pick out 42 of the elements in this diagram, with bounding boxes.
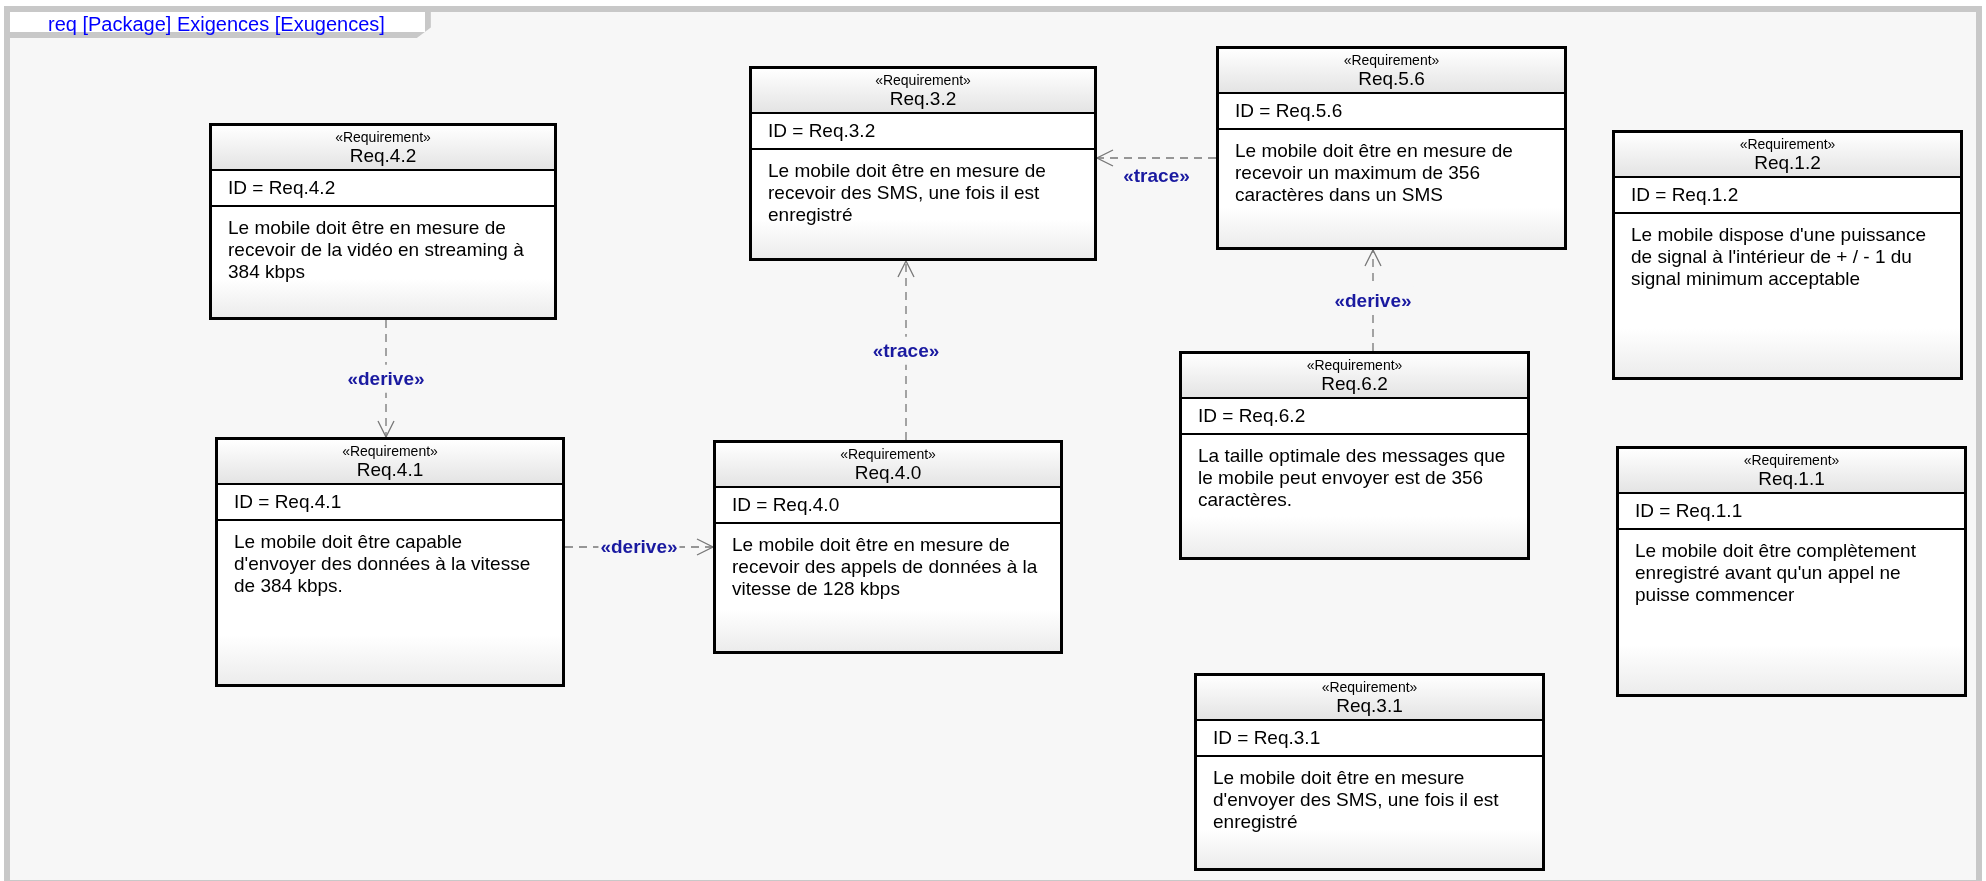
requirement-text: Le mobile dispose d'une puissance de signal à l'intérieur de + / - 1 du signal minimum acceptable [1631, 224, 1928, 290]
stereotype: «Requirement» [1321, 679, 1418, 695]
requirement-box [1612, 130, 1963, 380]
stereotype: «Requirement» [840, 446, 936, 462]
requirement-text: Le mobile doit être en mesure de recevoir de la vidéo en streaming à 384 kbps [228, 217, 525, 283]
requirement-box [1616, 446, 1967, 697]
requirement-text: Le mobile doit être en mesure de recevoir des SMS, une fois il est enregistré [768, 160, 1047, 226]
requirement-text: Le mobile doit être en mesure d'envoyer des SMS, une fois il est enregistré [1213, 767, 1500, 833]
requirement-box [713, 440, 1063, 654]
requirement-name: Req.3.2 [889, 88, 957, 110]
requirement-name: Req.3.1 [1336, 695, 1403, 717]
requirement-name: Req.1.2 [1754, 152, 1821, 174]
stereotype: «Requirement» [1343, 52, 1440, 68]
requirement-box [215, 437, 565, 687]
requirement-name: Req.4.1 [356, 459, 424, 481]
requirement-text: La taille optimale des messages que le mobile peut envoyer est de 356 caractères. [1198, 445, 1507, 511]
requirement-box [1216, 46, 1567, 250]
stereotype: «Requirement» [335, 129, 431, 145]
frame-title: req [Package] Exigences [Exugences] [10, 12, 431, 38]
stereotype: «Requirement» [342, 443, 438, 459]
edge-label: «trace» [870, 336, 942, 365]
requirement-name: Req.6.2 [1321, 373, 1388, 395]
requirement-box [749, 66, 1097, 261]
stereotype: «Requirement» [1306, 357, 1403, 373]
stereotype: «Requirement» [1739, 136, 1836, 152]
requirement-box [1179, 351, 1530, 560]
requirement-box [209, 123, 557, 320]
requirement-name: Req.4.2 [349, 145, 417, 167]
requirement-box [1194, 673, 1545, 871]
requirement-text: Le mobile doit être capable d'envoyer des données à la vitesse de 384 kbps. [234, 531, 532, 597]
requirement-text: Le mobile doit être en mesure de recevoir des appels de données à la vitesse de 128 kbps [732, 534, 1039, 600]
stereotype: «Requirement» [875, 72, 971, 88]
requirement-name: Req.4.0 [854, 462, 922, 484]
requirement-text: Le mobile doit être complètement enregistré avant qu'un appel ne puisse commencer [1635, 540, 1917, 606]
dependency-arrow [377, 319, 395, 438]
dependency-arrow [1096, 149, 1217, 167]
dependency-arrow [897, 260, 915, 441]
requirement-name: Req.1.1 [1758, 468, 1825, 490]
requirement-name: Req.5.6 [1358, 68, 1425, 90]
edge-label: «derive» [345, 364, 427, 393]
requirement-text: Le mobile doit être en mesure de recevoir un maximum de 356 caractères dans un SMS [1235, 140, 1514, 206]
stereotype: «Requirement» [1743, 452, 1840, 468]
